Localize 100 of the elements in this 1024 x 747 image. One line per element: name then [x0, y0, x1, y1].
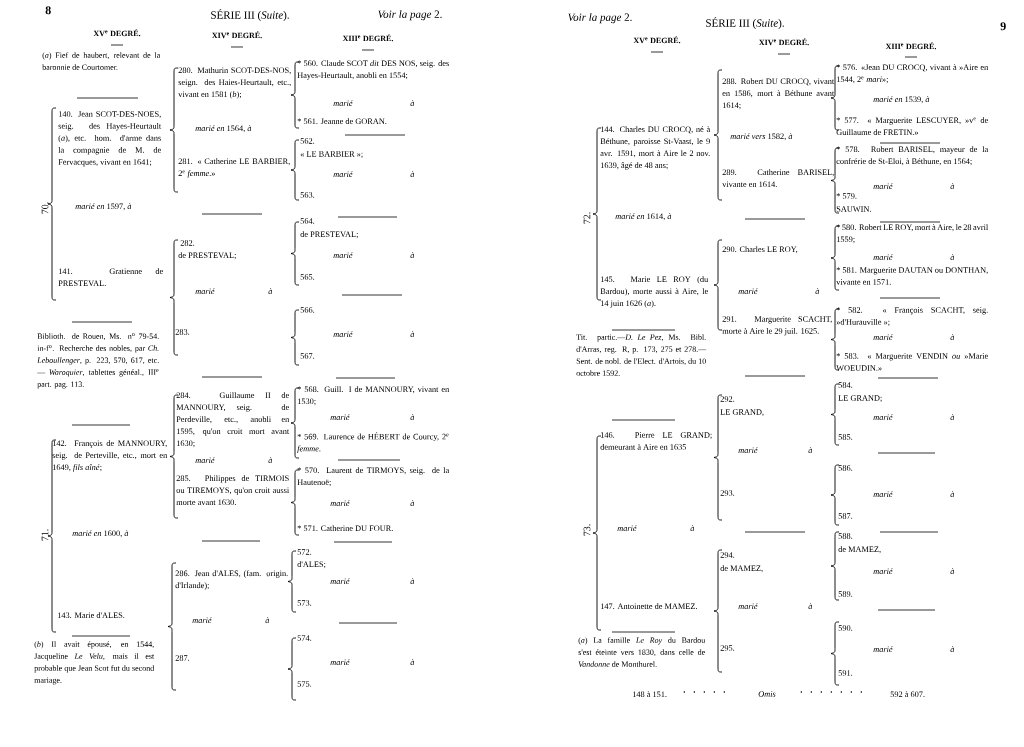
entry-text: * 582. « François SCACHT, seig. »d'Hurauville »;: [836, 307, 988, 326]
dot-leader: . . . . . . .: [800, 691, 863, 693]
entry-text: 294.: [720, 552, 735, 558]
footnote: Biblioth. de Rouen, Ms. n$^{o}$ 79-54. in-f$^{o}$. Recherche des nobles, par Ch. Leboullenger, p. 223, 570, 617, etc. — Waroquier, tablettes généal., III$^{e}$ part. pag. 113.: [37, 333, 159, 389]
italic-word: marié: [738, 288, 758, 295]
entry-text: 280. Mathurin SCOT-DES-NOS, seign. des Haies-Heurtault, etc., vivant en 1581 (b);: [178, 67, 291, 99]
entry-text: 285. Philippes de TIRMOIS ou TIREMOYS, qu'on croit aussi morte avant 1630.: [176, 475, 290, 506]
italic-word: marié: [738, 603, 758, 610]
entry-text: marié en 1614, à: [615, 213, 672, 221]
entry-text: 592 à 607.: [890, 691, 925, 698]
italic-word: à: [410, 659, 415, 666]
entry-text: * 569. Laurence de HÉBERT de Courcy, 2$^{e}$ femme.: [297, 432, 449, 454]
entry-text: 565.: [300, 274, 315, 280]
entry-text: 573.: [297, 600, 312, 606]
entry-text: 586.: [838, 465, 853, 471]
footnote: (a) La famille Le Roy du Bardou s'est éteinte vers 1830, dans celle de Vandonne de Monthurel.: [578, 637, 706, 667]
couple-number: 70.: [41, 202, 49, 214]
italic-word: à: [410, 100, 415, 107]
entry-text: marié vers 1582, à: [730, 133, 793, 141]
column-heading: XIV$^{e}$ DEGRÉ.: [759, 38, 809, 46]
entry-text: * 583. « Marguerite VENDIN ou »Marie WOEUDIN.»: [836, 353, 988, 371]
entry-text: 587.: [838, 513, 853, 519]
entry-text: de MAMEZ,: [720, 565, 763, 573]
entry-text: 283.: [175, 329, 190, 335]
entry-text: * 568. Guill. I de MANNOURY, vivant en 1530;: [297, 386, 450, 406]
italic-word: marié: [873, 183, 893, 190]
entry-text: 140. Jean SCOT-DES-NOES, seig. des Hayes-Heurtault (a), etc. hom. d'arme dans la compagnie de M. de Fervacques, vivant en 1641;: [58, 111, 162, 167]
italic-word: à: [808, 447, 813, 454]
italic-word: marié: [330, 659, 350, 666]
footnote: (a) Fief de haubert, relevant de la baronnie de Courtomer.: [42, 52, 161, 70]
italic-word: à: [950, 183, 955, 190]
couple-number: 73.: [583, 524, 591, 536]
italic-word: marié: [873, 646, 893, 653]
italic-word: marié: [333, 171, 353, 178]
italic-word: à: [690, 525, 695, 532]
entry-text: * 571. Catherine DU FOUR.: [297, 525, 393, 532]
page-number: 8: [45, 6, 51, 15]
entry-text: 588.: [838, 533, 853, 539]
entry-text: 146. Pierre LE GRAND; demeurant à Aire en 1635: [600, 432, 712, 450]
italic-word: marié: [333, 331, 353, 338]
italic-word: à: [950, 646, 955, 653]
footnote: Tit. partic.—D. Le Pez, Ms. Bibl. d'Arras, reg. R, p. 173, 275 et 278.—Sent. de nobl. de l'Elect. d'Artois, du 10 octobre 1592.: [576, 334, 707, 376]
entry-text: marié en 1564, à: [195, 125, 252, 133]
italic-word: à: [410, 171, 415, 178]
entry-text: 295.: [720, 645, 735, 651]
italic-word: marié: [333, 100, 353, 107]
entry-text: 292.: [720, 396, 735, 402]
italic-word: marié: [873, 414, 893, 421]
entry-text: marié en 1539, à: [873, 96, 930, 104]
italic-word: marié: [738, 447, 758, 454]
italic-word: à: [950, 491, 955, 498]
entry-text: de MAMEZ,: [838, 546, 881, 554]
italic-word: à: [950, 254, 955, 261]
entry-text: d'ALES;: [297, 561, 326, 569]
italic-word: à: [410, 578, 415, 585]
entry-text: marié en 1600, à: [72, 530, 129, 538]
entry-text: 144. Charles DU CROCQ, né à Béthune, paroisse St-Vaast, le 9 avr. 1591, mort à Aire le 2 nov. 1639, âgé de 48 ans;: [600, 126, 711, 170]
italic-word: à: [268, 457, 273, 464]
entry-text: 585.: [838, 434, 853, 440]
entry-text: de PRESTEVAL;: [300, 231, 358, 239]
entry-text: * 560. Claude SCOT dit DES NOS, seig. des Hayes-Heurtault, anobli en 1554;: [297, 60, 449, 80]
couple-number: 71.: [41, 529, 49, 541]
entry-text: 572.: [297, 549, 312, 555]
entry-text: 574.: [297, 635, 312, 641]
entry-text: 291. Marguerite SCACHT, morte à Aire le 29 juil. 1625.: [722, 316, 832, 336]
entry-text: 288. Robert DU CROCQ, vivant en 1586, mort à Béthune avant 1614;: [722, 78, 835, 110]
entry-text: * 580. Robert LE ROY, mort à Aire, le 28 avril 1559;: [836, 224, 989, 244]
page-heading: SÉRIE III (Suite).: [706, 17, 784, 29]
entry-text: * 576. «Jean DU CROCQ, vivant à »Aire en 1544, 2$^{e}$ mari»;: [836, 64, 989, 84]
entry-text: 590.: [838, 625, 853, 631]
column-heading: XIII$^{e}$ DEGRÉ.: [342, 34, 393, 42]
entry-text: de PRESTEVAL;: [178, 252, 236, 260]
italic-word: marié: [195, 457, 215, 464]
entry-text: 289. Catherine BARISEL, vivante en 1614.: [722, 169, 834, 188]
italic-word: à: [265, 617, 270, 624]
entry-text: 148 à 151.: [632, 691, 667, 698]
entry-text: * 570. Laurent de TIRMOYS, seig. de la Hautenoë;: [297, 467, 450, 487]
italic-word: à: [268, 288, 273, 295]
entry-text: 141. Gratienne de PRESTEVAL.: [58, 268, 163, 287]
entry-text: 284. Guillaume II de MANNOURY, seig. de Perdeville, etc., anobli en 1595, qu'on croit mort avant 1630;: [176, 392, 290, 448]
entry-text: 575.: [297, 681, 312, 687]
column-heading: XV$^{e}$ DEGRÉ.: [633, 36, 681, 44]
entry-text: * 581. Marguerite DAUTAN ou DONTHAN, vivante en 1571.: [836, 267, 988, 285]
entry-text: marié en 1597, à: [75, 203, 132, 211]
italic-word: à: [410, 500, 415, 507]
italic-word: marié: [330, 414, 350, 421]
italic-word: à: [950, 568, 955, 575]
entry-text: * 561. Jeanne de GORAN.: [297, 118, 387, 125]
italic-word: marié: [192, 617, 212, 624]
entry-text: 589.: [838, 591, 853, 597]
entry-text: « LE BARBIER »;: [300, 151, 363, 158]
footnote: (b) Il avait épousé, en 1544, Jacqueline Le Velu, mais il est probable que Jean Scot fut du second mariage.: [34, 641, 155, 685]
entry-text: LE GRAND,: [720, 409, 764, 416]
entry-text: 562.: [300, 138, 315, 144]
entry-text: LE GRAND;: [838, 395, 882, 402]
italic-word: à: [410, 414, 415, 421]
italic-word: à: [950, 414, 955, 421]
entry-text: 281. « Catherine LE BARBIER, 2$^{e}$ femme.»: [178, 158, 290, 178]
italic-word: marié: [195, 288, 215, 295]
italic-word: marié: [333, 252, 353, 259]
